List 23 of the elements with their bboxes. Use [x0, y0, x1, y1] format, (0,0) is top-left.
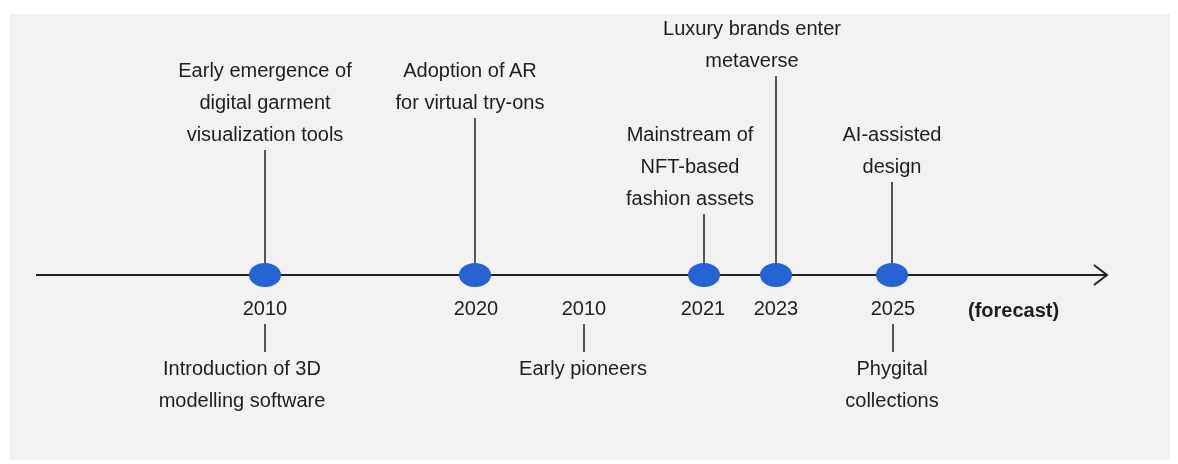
milestone-text: Phygital collections: [817, 352, 967, 416]
year-label: 2025: [863, 292, 923, 324]
leader-line: [583, 323, 585, 353]
milestone-text: Early pioneers: [483, 352, 683, 384]
milestone-text: Adoption of AR for virtual try-ons: [390, 54, 550, 118]
milestone-text: Introduction of 3D modelling software: [122, 352, 362, 416]
milestone-text: Early emergence of digital garment visualization tools: [150, 54, 380, 150]
year-label: 2021: [673, 292, 733, 324]
leader-line: [703, 213, 705, 264]
year-label: 2010: [554, 292, 614, 324]
year-label: 2023: [746, 292, 806, 324]
leader-line: [474, 117, 476, 264]
year-label: 2010: [235, 292, 295, 324]
milestone-text: Luxury brands enter metaverse: [657, 12, 847, 76]
leader-line: [264, 323, 266, 353]
leader-line: [775, 75, 777, 264]
forecast-note: (forecast): [968, 298, 1060, 323]
leader-line: [892, 323, 894, 353]
year-label: 2020: [446, 292, 506, 324]
leader-line: [264, 149, 266, 264]
milestone-text: Mainstream of NFT-based fashion assets: [610, 118, 770, 214]
leader-line: [891, 181, 893, 264]
milestone-text: AI-assisted design: [817, 118, 967, 182]
